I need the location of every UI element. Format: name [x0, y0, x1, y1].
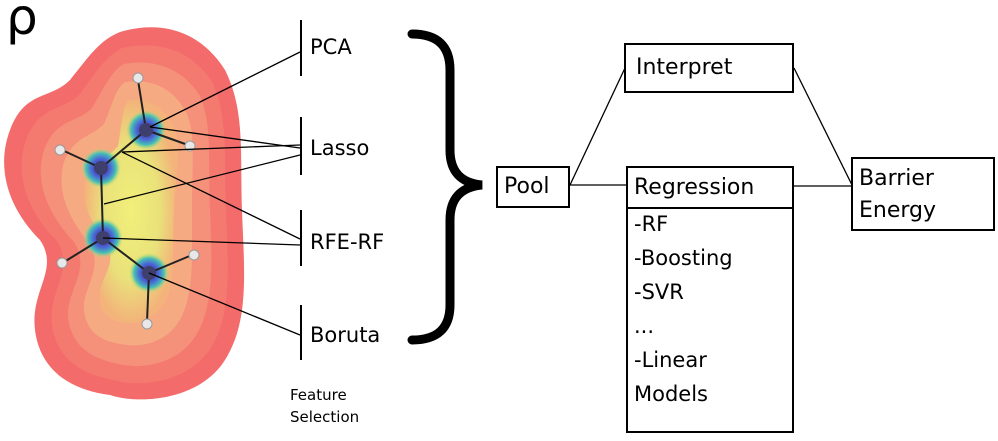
barrier-line-1: Barrier	[859, 166, 934, 191]
regression-box: Regression	[626, 166, 794, 209]
model-item: -Linear	[634, 348, 707, 372]
method-pca: PCA	[310, 35, 352, 59]
method-rfe-rf: RFE-RF	[310, 230, 385, 254]
method-boruta: Boruta	[310, 323, 381, 347]
hydrogen-atoms	[54, 72, 200, 330]
model-item: ...	[634, 314, 655, 338]
interpret-box: Interpret	[624, 43, 794, 93]
model-item: -Boosting	[634, 246, 733, 270]
barrier-energy-box: Barrier Energy	[851, 157, 995, 231]
feature-connector-lines	[102, 51, 301, 336]
model-item: -RF	[634, 212, 669, 236]
model-item: Models	[634, 382, 708, 406]
barrier-line-2: Energy	[859, 198, 937, 223]
curly-brace	[407, 29, 483, 345]
feature-selection-caption: Feature Selection	[290, 384, 359, 428]
method-lasso: Lasso	[310, 136, 370, 160]
electron-density-cloud	[4, 27, 245, 400]
caption-line-2: Selection	[290, 408, 360, 426]
regression-model-list: -RF -Boosting -SVR ... -Linear Models	[626, 207, 794, 433]
caption-line-1: Feature	[290, 386, 347, 404]
density-symbol: ρ	[6, 0, 38, 46]
model-item: -SVR	[634, 280, 684, 304]
molecule-bonds	[61, 79, 193, 323]
pool-box: Pool	[496, 166, 570, 208]
pipeline-connectors	[569, 67, 853, 187]
